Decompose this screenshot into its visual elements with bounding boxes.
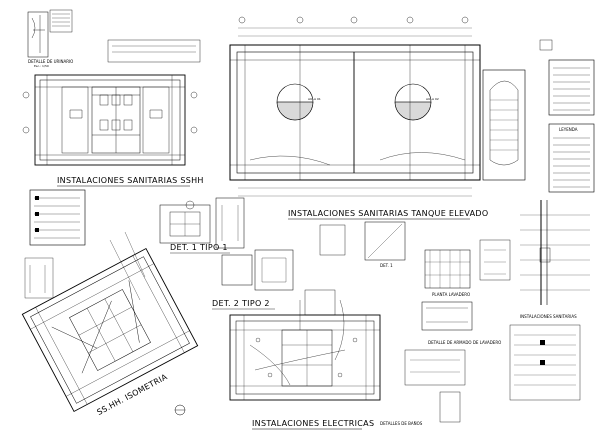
isometric-plan: SS.HH. ISOMETRIA <box>21 247 199 417</box>
details-lavadero: DET. 1 PLANTA LAVADERO DETALLE DE ARMADO… <box>319 221 511 426</box>
title-sanitarias-right: INSTALACIONES SANITARIAS <box>520 314 577 319</box>
label-aula-a: AULA 01 <box>308 97 321 101</box>
plan-electricas: INSTALACIONES ELECTRICAS <box>229 289 381 430</box>
details-tipo: DET. 1 TIPO 1 DET. 2 TIPO 2 <box>159 197 294 310</box>
label-detalle-urinario: DETALLE DE URINARIO <box>28 59 73 64</box>
section-marker <box>174 200 195 416</box>
label-det1: DET. 1 <box>380 263 393 268</box>
detail-urinario: DETALLE DE URINARIO Esc.: 1/50 <box>27 9 73 68</box>
section-sanitarias-right: INSTALACIONES SANITARIAS <box>509 200 590 401</box>
label-armado-lavadero: DETALLE DE ARMADO DE LAVADERO <box>428 340 501 345</box>
legend-left <box>29 189 86 246</box>
label-aula-b: AULA 02 <box>426 97 439 101</box>
legend-title: LEYENDA <box>559 127 578 132</box>
plan-sanitarias-sshh: DETALLE DE URINARIO Esc.: 1/50 <box>22 9 204 187</box>
isometric-context <box>24 231 146 301</box>
label-planta-lavadero: PLANTA LAVADERO <box>432 292 470 297</box>
title-sanitarias-sshh: INSTALACIONES SANITARIAS SSHH <box>57 176 204 185</box>
title-det2-tipo2: DET. 2 TIPO 2 <box>212 299 270 308</box>
label-detalles-banos: DETALLES DE BAÑOS <box>380 421 423 426</box>
scale-urinario: Esc.: 1/50 <box>34 64 49 68</box>
plan-tanque-elevado: AULA 01 AULA 02 INSTALACIONES SANITARIAS… <box>229 16 553 220</box>
title-electricas: INSTALACIONES ELECTRICAS <box>252 419 374 428</box>
title-det1-tipo1: DET. 1 TIPO 1 <box>170 243 228 252</box>
legend-block: LEYENDA <box>548 59 595 193</box>
title-tanque-elevado: INSTALACIONES SANITARIAS TANQUE ELEVADO <box>288 209 488 218</box>
